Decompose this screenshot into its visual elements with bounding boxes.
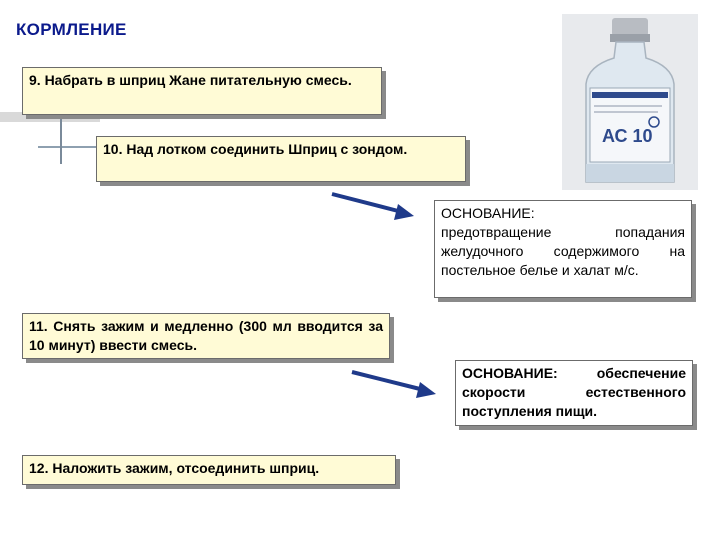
step-12-text: 12. Наложить зажим, отсоединить шприц.: [29, 460, 320, 476]
step-12-box: 12. Наложить зажим, отсоединить шприц.: [22, 455, 396, 485]
step-11-text: 11. Снять зажим и медленно (300 мл вводи…: [29, 318, 383, 353]
step-10-text: 10. Над лотком соединить Шприц с зондом.: [103, 141, 408, 157]
decorative-line: [38, 146, 98, 148]
medicine-bottle-image: АС 10: [562, 14, 698, 190]
step-9-box: 9. Набрать в шприц Жане питательную смес…: [22, 67, 382, 115]
step-11-box: 11. Снять зажим и медленно (300 мл вводи…: [22, 313, 390, 359]
bottle-label-text: АС 10: [602, 126, 653, 146]
reason-2-heading: ОСНОВАНИЕ:: [462, 365, 558, 381]
reason-2-text: обеспечение скорости естественного посту…: [462, 365, 686, 419]
decorative-bar: [0, 112, 100, 122]
arrow-right-icon: [351, 370, 436, 398]
page-title: КОРМЛЕНИЕ: [16, 20, 127, 39]
reason-1-heading: ОСНОВАНИЕ:: [441, 205, 535, 221]
step-10-box: 10. Над лотком соединить Шприц с зондом.: [96, 136, 466, 182]
step-9-text: 9. Набрать в шприц Жане питательную смес…: [29, 72, 352, 88]
decorative-vertical-line: [60, 118, 62, 164]
reason-1-box: ОСНОВАНИЕ: предотвращение попадания желу…: [434, 200, 692, 298]
reason-2-box: ОСНОВАНИЕ: обеспечение скорости естестве…: [455, 360, 693, 426]
reason-1-text: предотвращение попадания желудочного сод…: [441, 224, 685, 278]
arrow-right-icon: [331, 192, 414, 220]
